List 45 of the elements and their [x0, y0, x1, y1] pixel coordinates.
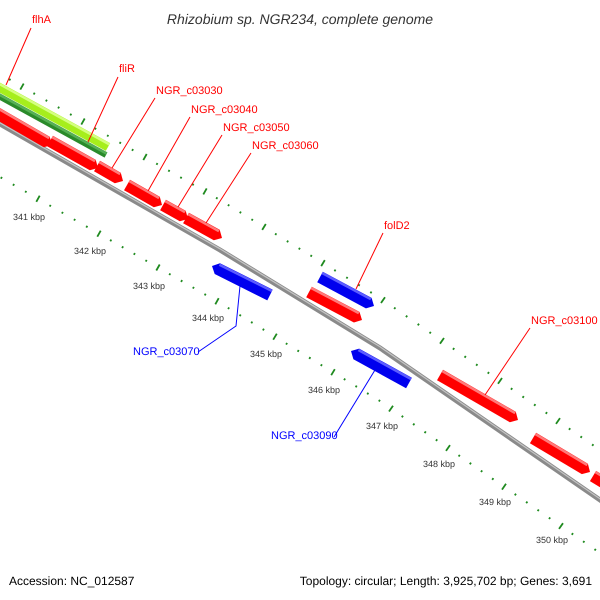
gene-label: NGR_c03070: [133, 346, 200, 359]
gene-bar: [124, 180, 162, 208]
gene-label: NGR_c03100: [531, 315, 598, 328]
gene-label: flhA: [32, 14, 51, 27]
scale-label: 344 kbp: [192, 313, 224, 323]
scale-label: 345 kbp: [250, 349, 282, 359]
gene-bar: [212, 263, 273, 300]
scale-label: 350 kbp: [536, 535, 568, 545]
genome-info-text: Topology: circular; Length: 3,925,702 bp; Genes: 3,691: [300, 574, 592, 588]
leader-line: [148, 116, 190, 192]
scale-label: 346 kbp: [308, 385, 340, 395]
leader-line: [356, 232, 384, 290]
title: Rhizobium sp. NGR234, complete genome: [166, 10, 434, 29]
leader-line: [334, 370, 376, 438]
gene-bar: [0, 106, 52, 148]
scale-label: 347 kbp: [366, 421, 398, 431]
gene-bar: [160, 200, 188, 222]
gene-bar: [351, 348, 412, 388]
gene-bar: [306, 286, 362, 322]
leader-line: [6, 28, 32, 86]
gene-bar: [47, 136, 98, 170]
gene-label: NGR_c03050: [223, 122, 290, 135]
scale-label: 341 kbp: [13, 212, 46, 222]
gene-bar: [437, 370, 518, 422]
gene-label: NGR_c03040: [191, 104, 258, 117]
leader-line: [198, 286, 240, 352]
leader-line: [484, 328, 530, 396]
gene-label: NGR_c03090: [271, 430, 338, 443]
gene-label: NGR_c03030: [156, 85, 223, 98]
gene-label: NGR_c03060: [252, 140, 319, 153]
gene-bar: [530, 432, 590, 474]
scale-label: 343 kbp: [133, 281, 166, 291]
leader-line: [178, 134, 222, 208]
gene-bar: [590, 470, 600, 488]
leader-line: [88, 76, 118, 142]
leader-line: [206, 152, 252, 224]
gene-bar: [183, 212, 222, 240]
scale-label: 342 kbp: [74, 246, 106, 256]
accession-text: Accession: NC_012587: [9, 574, 134, 588]
gene-bar: [94, 160, 123, 184]
gene-label: folD2: [384, 220, 410, 233]
leader-line: [112, 98, 156, 168]
gene-label: fliR: [119, 63, 135, 76]
scale-label: 349 kbp: [479, 497, 512, 507]
scale-label: 348 kbp: [423, 459, 456, 469]
